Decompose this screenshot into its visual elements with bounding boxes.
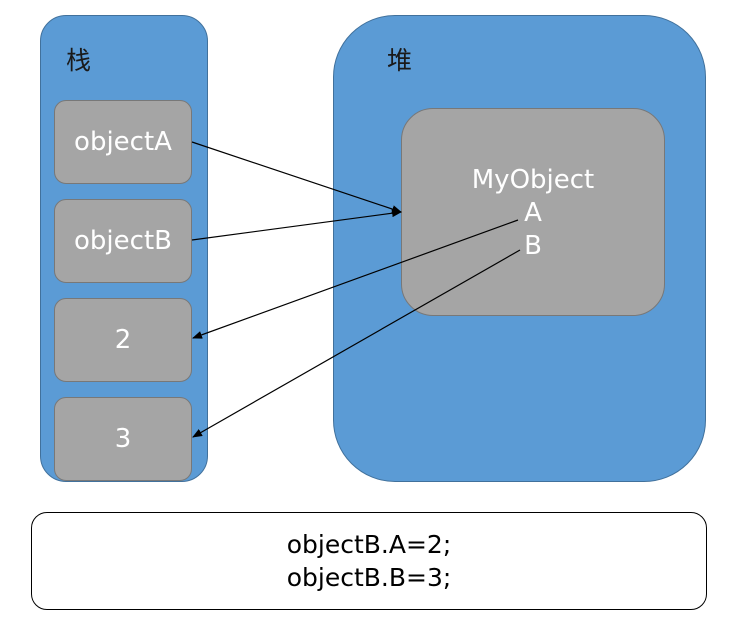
code-line-2: objectB.B=3;	[286, 563, 452, 592]
myobject-field-b: B	[524, 231, 542, 261]
stack-slot-value-3: 3	[54, 397, 192, 481]
code-line-1: objectB.A=2;	[286, 530, 452, 559]
myobject-field-a: A	[524, 198, 542, 228]
myobject-name: MyObject	[471, 165, 595, 195]
stack-slot-objectb: objectB	[54, 199, 192, 283]
stack-slot-value-2: 2	[54, 298, 192, 382]
stack-slot-objecta: objectA	[54, 100, 192, 184]
myobject-box: MyObject A B	[401, 108, 665, 316]
code-box: objectB.A=2; objectB.B=3;	[31, 512, 707, 610]
heap-title: 堆	[387, 46, 413, 75]
stack-title: 栈	[66, 46, 92, 75]
